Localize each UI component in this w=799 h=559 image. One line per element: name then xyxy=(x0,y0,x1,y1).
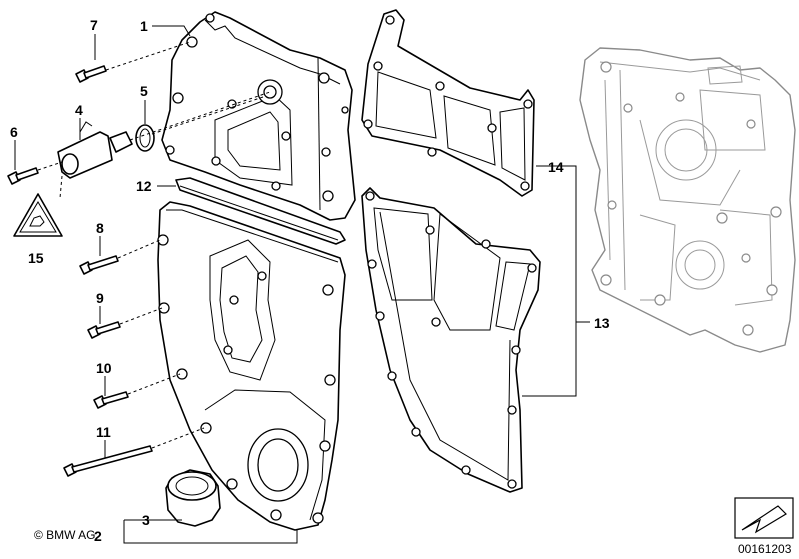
callout-14: 14 xyxy=(548,159,564,175)
bolt-8 xyxy=(79,255,119,275)
sensor-4 xyxy=(57,121,133,179)
leader-lines xyxy=(14,25,590,544)
callout-2: 2 xyxy=(94,528,102,544)
callout-3: 3 xyxy=(142,512,150,528)
bolt-6 xyxy=(7,167,39,185)
callout-7: 7 xyxy=(90,17,98,33)
gasket-upper xyxy=(361,9,535,197)
callout-5: 5 xyxy=(140,83,148,99)
bolt-10 xyxy=(93,391,129,409)
shaft-seal xyxy=(165,469,221,527)
gasket-lower xyxy=(361,187,541,493)
bolt-9 xyxy=(87,321,121,339)
engine-block-ghost xyxy=(579,47,796,353)
callout-9: 9 xyxy=(96,290,104,306)
gasket-strip xyxy=(175,177,346,245)
callout-6: 6 xyxy=(10,124,18,140)
callout-1: 1 xyxy=(140,18,148,34)
callout-labels: 1 7 4 5 6 12 15 8 9 10 11 3 2 14 13 xyxy=(10,17,610,544)
callout-8: 8 xyxy=(96,220,104,236)
callout-11: 11 xyxy=(96,424,111,440)
assembly-lines xyxy=(37,41,271,449)
orientation-arrow-box xyxy=(734,497,794,539)
warning-label-15 xyxy=(13,193,63,237)
callout-10: 10 xyxy=(96,360,112,376)
callout-4: 4 xyxy=(75,102,83,118)
catalog-number: 00161203 xyxy=(738,542,792,556)
bolt-11 xyxy=(63,445,153,477)
bolt-7 xyxy=(75,65,107,83)
callout-13: 13 xyxy=(594,315,610,331)
callout-12: 12 xyxy=(136,178,152,194)
o-ring-5 xyxy=(135,124,155,152)
lower-timing-cover xyxy=(157,201,346,531)
copyright-text: © BMW AG xyxy=(34,528,96,542)
callout-15: 15 xyxy=(28,250,44,266)
upper-timing-cover xyxy=(161,11,356,221)
